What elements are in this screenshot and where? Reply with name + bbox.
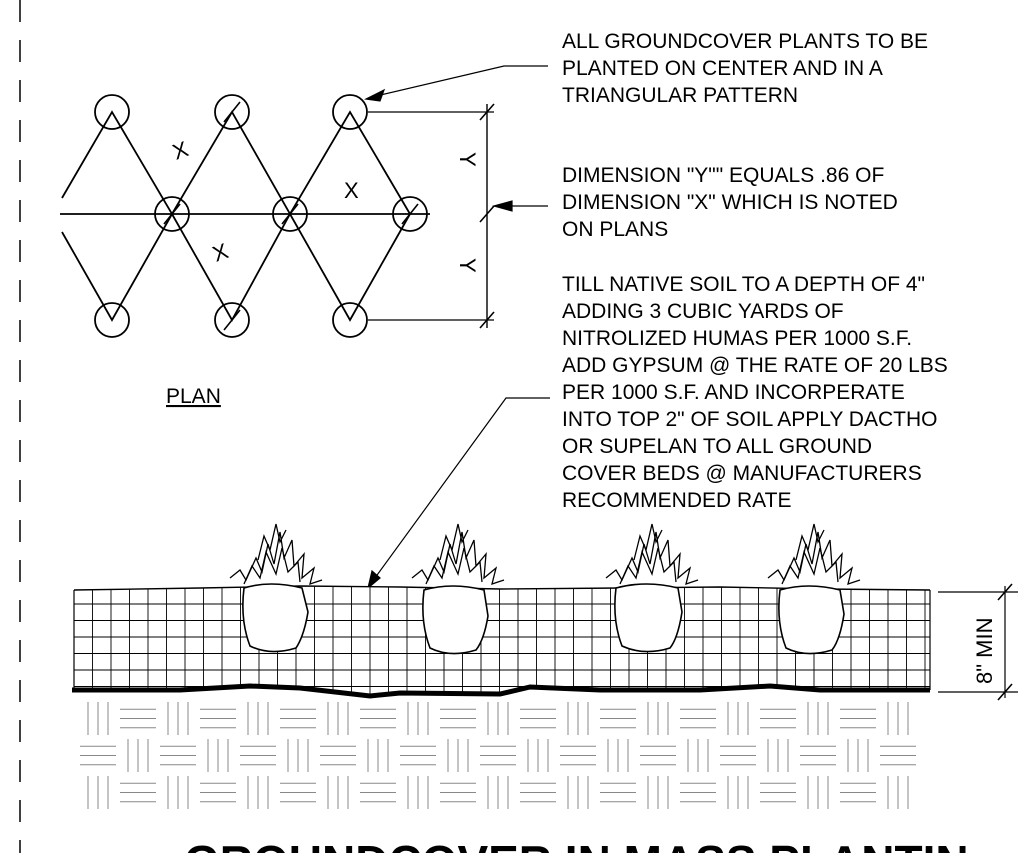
dimension-y-label: Y bbox=[455, 152, 480, 167]
note-line: PLANTED ON CENTER AND IN A bbox=[562, 57, 883, 80]
note-line: OR SUPELAN TO ALL GROUND bbox=[562, 435, 872, 458]
plant-circle bbox=[94, 302, 130, 338]
subgrade-line bbox=[72, 683, 930, 699]
plan-dimension-ticks bbox=[163, 101, 419, 331]
plant-circle bbox=[154, 196, 190, 232]
plant-circle bbox=[392, 196, 428, 232]
plant-circle bbox=[94, 94, 130, 130]
note-line: RECOMMENDED RATE bbox=[562, 489, 791, 512]
note-line: COVER BEDS @ MANUFACTURERS bbox=[562, 462, 922, 485]
note-line: ADD GYPSUM @ THE RATE OF 20 LBS bbox=[562, 354, 948, 377]
dimension-x-label: X bbox=[209, 238, 232, 267]
note-soil-preparation: TILL NATIVE SOIL TO A DEPTH OF 4" ADDING… bbox=[562, 273, 948, 512]
plant-circle bbox=[332, 302, 368, 338]
plan-label: PLAN bbox=[166, 385, 221, 408]
plant-circle bbox=[272, 196, 308, 232]
depth-label: 8" MIN bbox=[972, 618, 997, 684]
note-line: DIMENSION "X" WHICH IS NOTED bbox=[562, 191, 898, 214]
detail-title: GROUNDCOVER IN MASS PLANTIN bbox=[184, 836, 969, 853]
plant-circle bbox=[214, 94, 250, 130]
note-line: ADDING 3 CUBIC YARDS OF bbox=[562, 300, 844, 323]
note-line: DIMENSION "Y"" EQUALS .86 OF bbox=[562, 164, 884, 187]
note-line: INTO TOP 2" OF SOIL APPLY DACTHO bbox=[562, 408, 937, 431]
native-soil-hatch bbox=[80, 702, 916, 809]
note-line: PER 1000 S.F. AND INCORPERATE bbox=[562, 381, 905, 404]
note-line: TILL NATIVE SOIL TO A DEPTH OF 4" bbox=[562, 273, 925, 296]
plan-view bbox=[60, 94, 495, 338]
root-ball bbox=[778, 585, 845, 655]
root-ball bbox=[242, 583, 309, 653]
dimension-x-label: X bbox=[344, 178, 359, 203]
leader-lines bbox=[364, 65, 550, 590]
plant-circle bbox=[214, 302, 250, 338]
note-planting-pattern: ALL GROUNDCOVER PLANTS TO BE PLANTED ON … bbox=[562, 30, 928, 107]
root-ball bbox=[422, 585, 489, 655]
note-line: ALL GROUNDCOVER PLANTS TO BE bbox=[562, 30, 928, 53]
plant-circle bbox=[332, 94, 368, 130]
note-line: TRIANGULAR PATTERN bbox=[562, 84, 798, 107]
plant-foliage bbox=[229, 523, 861, 585]
note-dimension-y: DIMENSION "Y"" EQUALS .86 OF DIMENSION "… bbox=[562, 164, 898, 241]
note-line: NITROLIZED HUMAS PER 1000 S.F. bbox=[562, 327, 912, 350]
plant-rootballs bbox=[242, 583, 845, 655]
note-line: ON PLANS bbox=[562, 218, 668, 241]
dimension-y-label: Y bbox=[455, 258, 480, 273]
dimension-x-label: X bbox=[169, 136, 192, 165]
depth-dimension bbox=[938, 583, 1018, 701]
root-ball bbox=[614, 583, 683, 653]
